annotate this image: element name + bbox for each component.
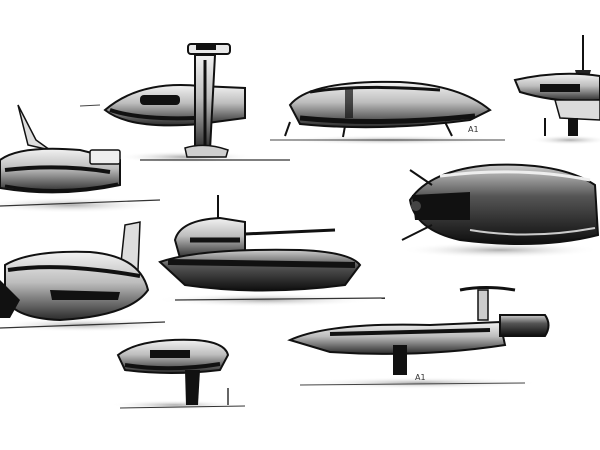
sketch-tailfin-cruiser [0,221,175,332]
sketch-torpedo-capsule [400,163,600,258]
sketch-pylon-pod [110,338,246,410]
svg-text:A1: A1 [415,373,426,382]
svg-text:A1: A1 [468,125,479,134]
sketch-hammerhead-pod [79,43,290,163]
sketch-longnose-flyer: A1 [287,286,550,389]
sketch-finned-boat [0,104,161,213]
sketch-towered-station [513,35,600,145]
sketch-hover-blimp: A1 [270,80,505,145]
sketch-submarine-tank [155,195,386,307]
